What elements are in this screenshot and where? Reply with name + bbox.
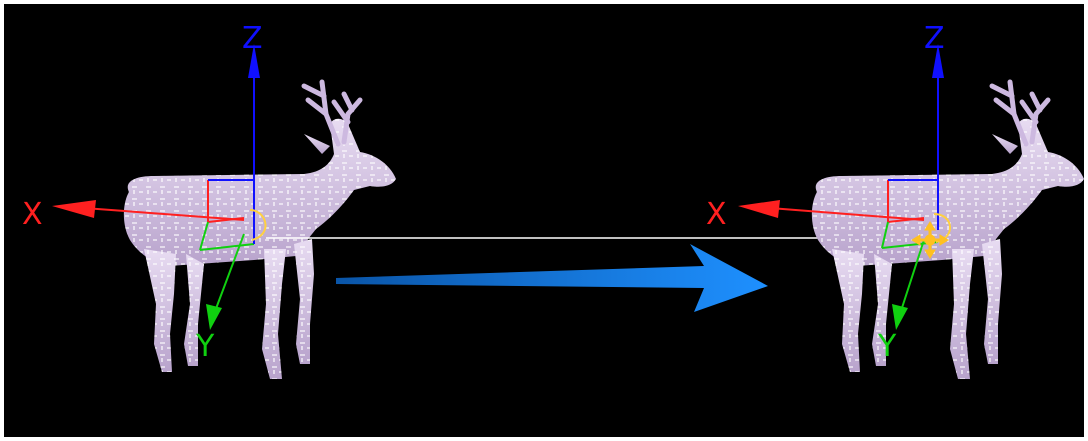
y-axis-label: Y: [195, 329, 215, 364]
z-axis-arrow-icon: [248, 44, 260, 78]
move-gizmo-icon[interactable]: [911, 221, 949, 259]
right-arrow-icon: [336, 244, 768, 312]
x-axis-label: X: [22, 197, 43, 232]
left-view: Z X Y: [22, 21, 396, 379]
z-axis-label: Z: [924, 21, 945, 56]
x-axis-arrow-icon: [52, 200, 96, 218]
z-axis-label: Z: [242, 21, 263, 56]
right-view: Z X Y: [706, 21, 1084, 379]
y-axis-arrow-icon: [892, 304, 908, 330]
deer-model-right[interactable]: [812, 82, 1084, 379]
rotate-gizmo-icon[interactable]: [249, 209, 267, 241]
deer-model-left[interactable]: [124, 82, 396, 379]
x-axis-arrow-icon: [738, 200, 780, 218]
y-axis-arrow-icon: [206, 304, 222, 330]
3d-viewport[interactable]: Z X Y: [4, 4, 1084, 437]
x-axis-label: X: [706, 197, 727, 232]
z-axis-arrow-icon: [932, 44, 944, 78]
y-axis-label: Y: [877, 329, 897, 364]
